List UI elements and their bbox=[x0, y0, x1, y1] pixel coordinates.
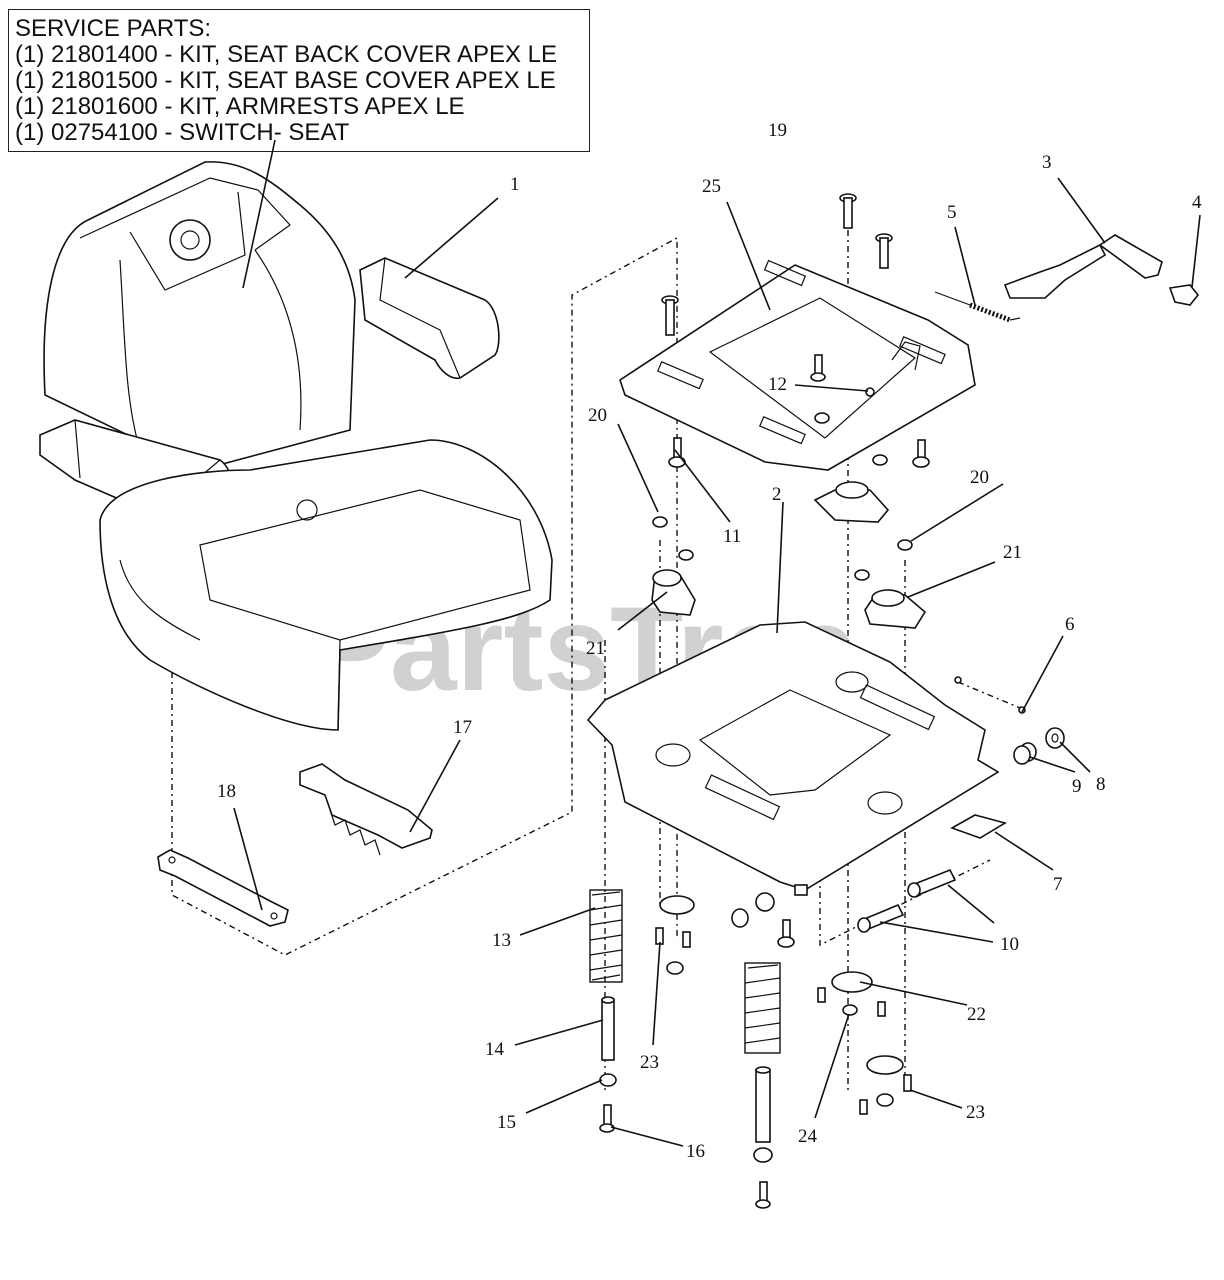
callout-6: 6 bbox=[1065, 614, 1075, 635]
callout-24: 24 bbox=[798, 1126, 818, 1147]
service-part-line: (1) 21801500 - KIT, SEAT BASE COVER APEX… bbox=[15, 67, 556, 94]
part-7-plate bbox=[950, 814, 1008, 839]
callout-20: 20 bbox=[588, 405, 607, 426]
seat-assembly bbox=[39, 161, 553, 731]
parts-15-washers bbox=[599, 895, 904, 1163]
base-hardware bbox=[731, 892, 795, 948]
service-parts-box: SERVICE PARTS: (1) 21801400 - KIT, SEAT … bbox=[8, 9, 590, 152]
part-16-bolts bbox=[599, 931, 886, 1209]
callout-3: 3 bbox=[1042, 152, 1052, 173]
callout-19: 19 bbox=[768, 120, 787, 141]
callout-10: 10 bbox=[1000, 934, 1019, 955]
part-13-spring bbox=[589, 889, 781, 1054]
logo-icon bbox=[169, 219, 211, 261]
callout-23: 23 bbox=[966, 1102, 985, 1123]
callout-21: 21 bbox=[1003, 542, 1022, 563]
callout-20: 20 bbox=[970, 467, 989, 488]
service-part-line: (1) 21801600 - KIT, ARMRESTS APEX LE bbox=[15, 93, 465, 120]
callout-9: 9 bbox=[1072, 776, 1082, 797]
callout-22: 22 bbox=[967, 1004, 986, 1025]
part-11-bolt bbox=[668, 437, 930, 468]
leader-lines bbox=[233, 139, 1201, 1147]
service-parts-heading: SERVICE PARTS: bbox=[15, 15, 212, 42]
callout-18: 18 bbox=[217, 781, 236, 802]
part-12-bolt bbox=[810, 354, 875, 424]
callout-13: 13 bbox=[492, 930, 511, 951]
part-9-bushing bbox=[1013, 742, 1037, 765]
callout-11: 11 bbox=[723, 526, 741, 547]
part-14-spacer bbox=[601, 996, 771, 1143]
callout-15: 15 bbox=[497, 1112, 516, 1133]
part-21-isolators bbox=[651, 481, 927, 629]
callout-14: 14 bbox=[485, 1039, 505, 1060]
callout-16: 16 bbox=[686, 1141, 705, 1162]
callout-21: 21 bbox=[586, 638, 605, 659]
callout-25: 25 bbox=[702, 176, 721, 197]
part-19-bolt bbox=[661, 193, 893, 336]
part-25-top-plate bbox=[619, 259, 976, 471]
part-3-lever bbox=[1003, 234, 1163, 299]
part-4-clip bbox=[1168, 284, 1200, 306]
callout-2: 2 bbox=[772, 484, 782, 505]
callout-1: 1 bbox=[510, 174, 520, 195]
service-part-line: (1) 21801400 - KIT, SEAT BACK COVER APEX… bbox=[15, 41, 558, 68]
callout-5: 5 bbox=[947, 202, 957, 223]
callout-8: 8 bbox=[1096, 774, 1106, 795]
part-18-strap bbox=[157, 849, 289, 927]
part-17-bracket bbox=[299, 763, 433, 856]
callout-17: 17 bbox=[453, 717, 472, 738]
part-24-washer bbox=[842, 1004, 858, 1016]
service-part-line: (1) 02754100 - SWITCH- SEAT bbox=[15, 119, 350, 146]
part-10-pins bbox=[857, 868, 957, 933]
callout-23: 23 bbox=[640, 1052, 659, 1073]
part-5-spring bbox=[934, 291, 1021, 323]
part-8-washer bbox=[1045, 727, 1065, 749]
callout-4: 4 bbox=[1192, 192, 1202, 213]
callout-labels: 1 2 3 4 5 6 7 8 9 10 11 12 13 14 15 16 1… bbox=[217, 120, 1202, 1162]
callout-7: 7 bbox=[1053, 874, 1063, 895]
part-2-base-frame bbox=[586, 621, 1000, 896]
part-22-washer bbox=[831, 971, 873, 993]
callout-12: 12 bbox=[768, 374, 787, 395]
